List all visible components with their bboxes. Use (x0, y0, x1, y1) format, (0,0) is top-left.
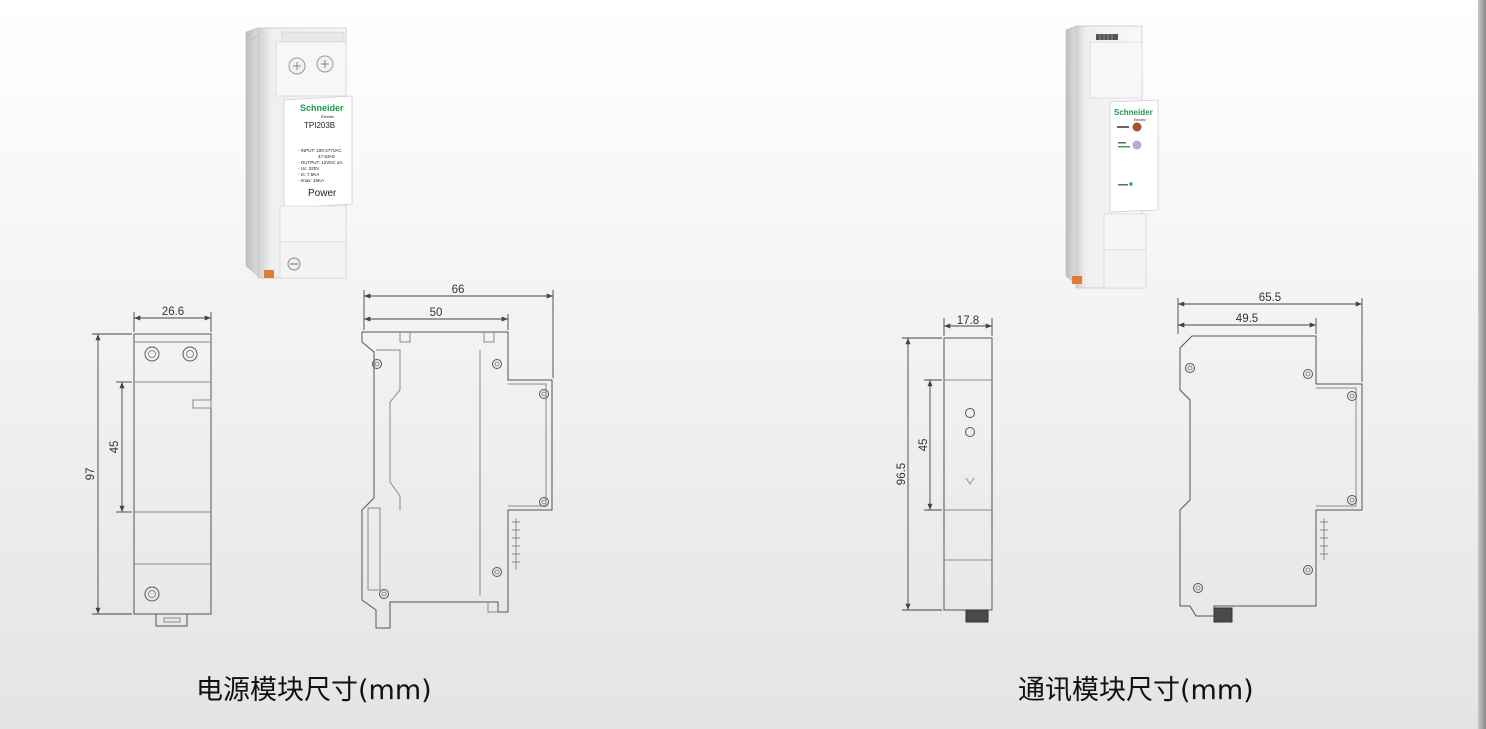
window-edge (1478, 0, 1486, 729)
power-module-brand-sub: Electric (321, 114, 334, 119)
power-module-spec-2: 47-63Hz (318, 154, 336, 159)
power-module-spec-3: - OUTPUT: 12VDC 2A (298, 160, 343, 165)
comm-module-front-drawing: 17.8 96.5 45 (896, 315, 993, 623)
power-front-height-label: 97 (85, 468, 97, 481)
comm-module-brand: Schneider (1114, 108, 1153, 117)
comm-module-caption: 通讯模块尺寸(mm) (1018, 675, 1254, 706)
power-front-width-label: 26.6 (162, 306, 184, 318)
comm-side-depth-label: 65.5 (1259, 292, 1281, 304)
comm-front-middle-label: 45 (918, 439, 930, 452)
comm-front-width-label: 17.8 (957, 315, 979, 327)
power-module-name-label: Power (308, 188, 337, 199)
comm-front-height-label: 96.5 (896, 463, 908, 485)
comm-side-inner-depth-label: 49.5 (1236, 313, 1258, 325)
power-module-spec-6: - Imax: 15KA (298, 178, 324, 183)
comm-module-photo: Schneider Electric (1065, 25, 1159, 289)
comm-module-brand-sub: Electric (1134, 118, 1146, 122)
power-module-model: TPI203B (304, 121, 335, 130)
power-front-middle-label: 45 (109, 441, 121, 454)
power-module-front-drawing: 26.6 97 45 (85, 306, 212, 627)
power-module-spec-4: - Uc: 320V (298, 166, 319, 171)
comm-module-side-drawing: 65.5 49.5 (1177, 292, 1363, 623)
power-module-spec-5: - In: 7.5KA (298, 172, 319, 177)
power-module-caption: 电源模块尺寸(mm) (196, 675, 432, 706)
power-module-photo: Schneider Electric TPI203B - INPUT: 100-… (245, 27, 353, 279)
power-module-brand: Schneider (300, 103, 344, 113)
power-module-spec-1: - INPUT: 100-277VAC (298, 148, 342, 153)
power-side-depth-label: 66 (452, 284, 465, 296)
power-module-side-drawing: 66 50 (361, 284, 554, 629)
power-side-inner-depth-label: 50 (430, 307, 443, 319)
